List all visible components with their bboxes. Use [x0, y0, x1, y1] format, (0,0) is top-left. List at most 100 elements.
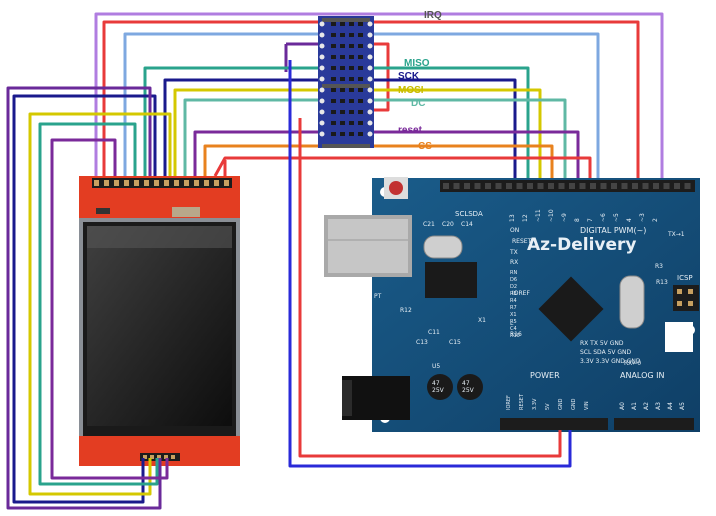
power-pin-label: 3.3V — [532, 398, 538, 410]
digital-pin-socket — [527, 183, 533, 189]
tft-top-header — [92, 178, 232, 188]
svg-text:25V: 25V — [462, 387, 475, 394]
icsp-header — [673, 285, 699, 311]
shifter-component — [331, 77, 336, 81]
shifter-component — [340, 110, 345, 114]
digital-pin-label: 7 — [587, 218, 594, 222]
shifter-component — [358, 132, 363, 136]
shifter-pin — [367, 109, 373, 115]
shifter-component — [331, 33, 336, 37]
shifter-component — [358, 66, 363, 70]
crystal — [423, 235, 463, 259]
shifter-component — [331, 55, 336, 59]
shifter-component — [349, 33, 354, 37]
digital-pin-socket — [621, 183, 628, 189]
shifter-component — [331, 22, 336, 26]
shifter-pin — [367, 54, 373, 60]
digital-pin-socket — [569, 183, 575, 189]
shifter-pin — [319, 87, 325, 93]
power-pin-label: VIN — [584, 401, 590, 410]
digital-pin-socket — [558, 183, 565, 189]
ic-usb — [425, 262, 477, 298]
digital-pin-socket — [548, 183, 554, 189]
shifter-pin — [367, 87, 373, 93]
digital-pin-label: ~3 — [639, 213, 646, 222]
label-miso: MISO — [404, 58, 430, 69]
shifter-component — [340, 77, 345, 81]
shifter-component — [340, 132, 345, 136]
digital-pin-socket — [495, 183, 502, 189]
crystal-2 — [619, 275, 645, 329]
shifter-component — [349, 132, 354, 136]
power-header — [500, 418, 608, 430]
digital-pin-label: 2 — [652, 218, 659, 222]
rn-label: R3 — [510, 291, 517, 297]
shifter-component — [331, 99, 336, 103]
label-irq: IRQ — [424, 10, 442, 21]
digital-pin-socket — [464, 183, 470, 189]
digital-pin-socket — [590, 183, 596, 189]
label-reset: RESET — [512, 238, 532, 245]
shifter-component — [358, 33, 363, 37]
label-pt: PT — [374, 293, 382, 300]
label-tx: TX — [509, 249, 518, 256]
digital-pin-socket — [506, 183, 512, 189]
shifter-pin — [319, 76, 325, 82]
label-r12: R12 — [400, 307, 412, 314]
arduino-board: 47 25V 47 25V Az-Delivery DIGITAL PWM(~)… — [324, 177, 700, 432]
shifter-component — [358, 121, 363, 125]
label-u5: U5 — [432, 363, 440, 370]
label-dc: DC — [411, 98, 425, 109]
label-reset: reset — [398, 125, 423, 136]
label-mosi: MOSI — [398, 85, 424, 96]
svg-text:25V: 25V — [432, 387, 445, 394]
pcb-text-1: RX TX 5V GND — [580, 340, 624, 347]
digital-pin-socket — [611, 183, 617, 189]
shifter-component — [349, 66, 354, 70]
label-rx: RX — [510, 259, 518, 266]
digital-pin-socket — [674, 183, 680, 189]
digital-pin-socket — [453, 183, 460, 189]
label-c13: C13 — [416, 339, 428, 346]
svg-text:47: 47 — [462, 380, 470, 387]
digital-pin-socket — [632, 183, 638, 189]
power-label: POWER — [530, 371, 560, 380]
wire-red-5v — [298, 118, 562, 458]
shifter-pin — [367, 76, 373, 82]
shifter-component — [349, 110, 354, 114]
shifter-component — [340, 33, 345, 37]
power-pin-label: GND — [558, 398, 564, 410]
tft-screen — [87, 226, 232, 426]
shifter-component — [349, 55, 354, 59]
rn-label: R5 — [510, 319, 517, 325]
svg-text:47: 47 — [432, 380, 440, 387]
label-c21: C21 — [423, 221, 435, 228]
shifter-pin — [319, 54, 325, 60]
wire-outer-darkpurple — [50, 138, 169, 480]
shifter-component — [349, 99, 354, 103]
icsp-label: ICSP — [677, 274, 693, 282]
digital-pin-socket — [485, 183, 491, 189]
label-c11: C11 — [428, 329, 440, 336]
digital-pin-label: ~10 — [548, 209, 555, 222]
wire-blue-gnd — [288, 60, 572, 468]
shifter-component — [358, 110, 363, 114]
digital-pin-socket — [642, 183, 649, 189]
digital-pin-label: ~11 — [535, 209, 542, 222]
shifter-component — [358, 55, 363, 59]
shifter-pin — [367, 131, 373, 137]
wire-outer-yellow — [28, 112, 172, 496]
wire-cs — [203, 144, 554, 178]
wire-red-2 — [374, 42, 390, 112]
label-r3: R3 — [655, 263, 663, 270]
shifter-component — [340, 55, 345, 59]
shifter-component — [331, 121, 336, 125]
digital-pin-socket — [600, 183, 607, 189]
digital-pin-label: 12 — [522, 214, 529, 222]
shifter-component — [358, 44, 363, 48]
mcu-chip — [538, 276, 604, 342]
analog-pin-label: A3 — [655, 402, 662, 410]
wires — [6, 12, 664, 510]
analog-pin-label: A0 — [619, 402, 626, 410]
shifter-component — [340, 44, 345, 48]
